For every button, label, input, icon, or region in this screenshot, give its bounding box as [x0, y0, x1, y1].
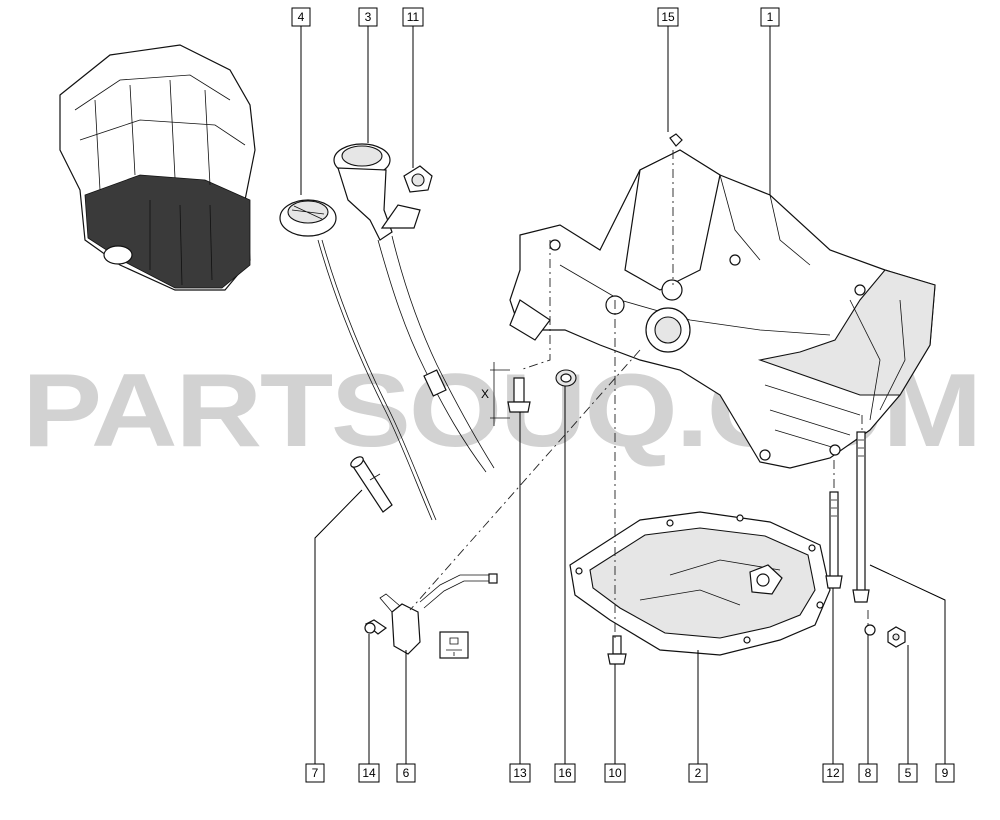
callout-13: 13	[509, 763, 531, 783]
svg-text:3: 3	[365, 10, 372, 24]
callout-1: 1	[760, 7, 780, 27]
engine-thumbnail	[59, 44, 256, 291]
callout-5: 5	[898, 763, 918, 783]
drain-bolt	[607, 635, 627, 665]
svg-text:5: 5	[905, 766, 912, 780]
dipstick	[279, 199, 437, 521]
callout-12: 12	[822, 763, 844, 783]
callout-9: 9	[935, 763, 955, 783]
nut-5	[887, 626, 906, 648]
dipstick-guide-tube	[333, 143, 495, 473]
long-bolt-12	[825, 491, 843, 589]
svg-text:12: 12	[826, 766, 840, 780]
long-bolt-9	[852, 431, 870, 603]
o-ring	[555, 369, 577, 387]
svg-text:2: 2	[695, 766, 702, 780]
svg-text:15: 15	[661, 10, 675, 24]
callout-14: 14	[358, 763, 380, 783]
oil-level-sensor	[379, 573, 498, 659]
assembly-lines	[409, 150, 869, 640]
callout-4: 4	[291, 7, 311, 27]
bolt-13: X	[481, 362, 531, 426]
callout-8: 8	[858, 763, 878, 783]
svg-text:11: 11	[407, 10, 420, 24]
svg-text:8: 8	[865, 766, 872, 780]
callout-11: 11	[402, 7, 424, 27]
callout-7: 7	[305, 763, 325, 783]
dimension-label: X	[481, 387, 489, 401]
callout-2: 2	[688, 763, 708, 783]
svg-text:9: 9	[942, 766, 949, 780]
svg-text:4: 4	[298, 10, 305, 24]
oil-pan-upper	[509, 149, 936, 469]
svg-text:6: 6	[403, 766, 410, 780]
oil-pan-lower	[569, 511, 831, 656]
svg-text:14: 14	[362, 766, 376, 780]
guide-sleeve	[350, 456, 393, 513]
svg-text:7: 7	[312, 766, 319, 780]
svg-text:10: 10	[608, 766, 622, 780]
leader-lines	[300, 26, 946, 764]
svg-text:1: 1	[767, 10, 774, 24]
callout-10: 10	[604, 763, 626, 783]
washer-8	[864, 624, 876, 636]
callout-15: 15	[657, 7, 679, 27]
callout-16: 16	[554, 763, 576, 783]
washer-15	[669, 133, 683, 147]
sensor-bolt	[364, 619, 388, 635]
svg-text:16: 16	[558, 766, 572, 780]
svg-text:13: 13	[513, 766, 527, 780]
callout-6: 6	[396, 763, 416, 783]
tube-clip	[403, 165, 433, 193]
callout-3: 3	[358, 7, 378, 27]
